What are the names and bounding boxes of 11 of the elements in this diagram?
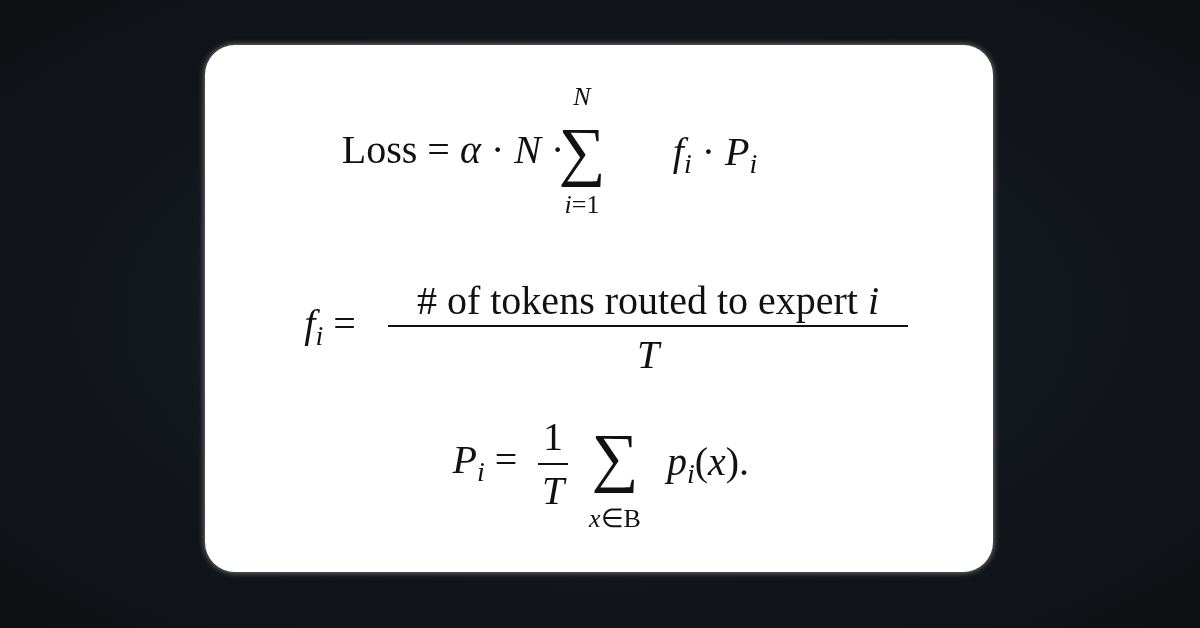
formula-text: P$_{i}$ = [452,439,518,487]
formula-text: f$_{i}$ · P$_{i}$ [672,131,758,179]
fraction-numerator: # of tokens routed to expert i [416,281,880,321]
fraction-denominator: T [636,335,660,375]
formula-text: f$_{i}$ = [304,303,356,351]
fraction-numerator: 1 [543,417,563,457]
formula-text: p$_{i}$(x). [666,441,750,489]
summation-limit: x∈B [589,506,641,532]
fraction-denominator: T [541,471,565,511]
summation-limit: N [573,84,591,110]
summation-limit: i=1 [564,192,600,218]
